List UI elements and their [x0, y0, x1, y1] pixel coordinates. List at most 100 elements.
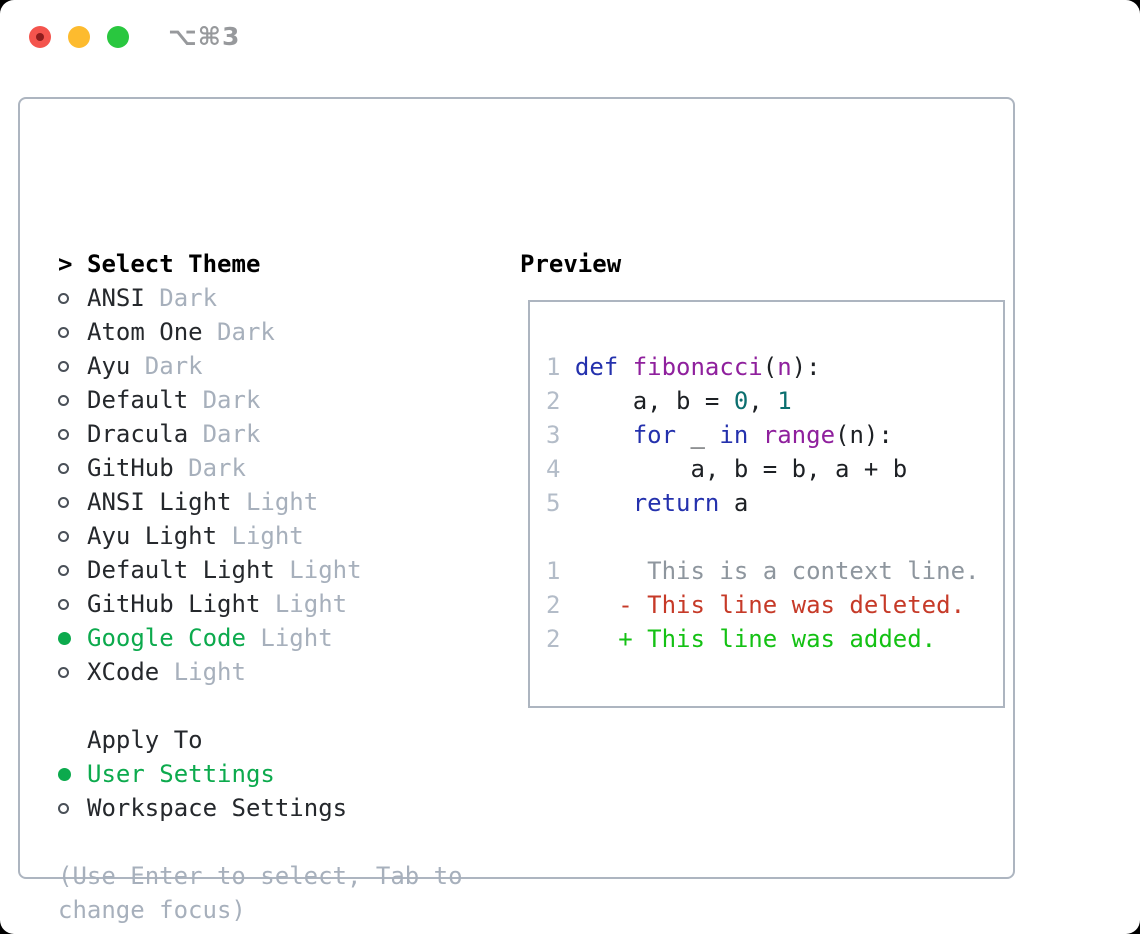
radio-unselected-icon [58, 360, 87, 372]
code-token: _ [676, 421, 720, 449]
line-number: 3 [546, 421, 561, 449]
radio-unselected-icon [58, 496, 87, 508]
zoom-button[interactable] [107, 26, 129, 48]
hint-line-2: change focus) [58, 896, 246, 924]
apply-option-workspace-settings[interactable]: Workspace Settings [58, 791, 463, 825]
code-token: , [748, 387, 778, 415]
theme-name: Default Light [87, 556, 275, 584]
code-line: 3 for _ in range(n): [546, 418, 979, 452]
theme-option-default-light[interactable]: Default Light Light [58, 553, 463, 587]
theme-name: GitHub [87, 454, 174, 482]
theme-option-ansi-light[interactable]: ANSI Light Light [58, 485, 463, 519]
theme-variant-tag: Dark [188, 420, 261, 448]
apply-option-label: Workspace Settings [87, 794, 348, 822]
code-token: 1 [777, 387, 792, 415]
select-theme-label: Select Theme [87, 250, 261, 278]
hint-line-1: (Use Enter to select, Tab to [58, 862, 463, 890]
theme-variant-tag: Light [159, 658, 246, 686]
line-number: 5 [546, 489, 561, 517]
code-token: range [762, 421, 836, 449]
theme-name: Ayu Light [87, 522, 218, 550]
theme-option-dracula[interactable]: Dracula Dark [58, 417, 463, 451]
code-token: + This line was added. [574, 625, 937, 653]
radio-unselected-icon [58, 530, 87, 542]
code-line: 4 a, b = b, a + b [546, 452, 979, 486]
radio-unselected-icon [58, 564, 87, 576]
code-token: in [719, 421, 749, 449]
theme-option-default[interactable]: Default Dark [58, 383, 463, 417]
theme-option-atom-one[interactable]: Atom One Dark [58, 315, 463, 349]
select-theme-header: > Select Theme [58, 247, 463, 281]
window-title: ⌥⌘3 [168, 22, 241, 51]
code-token: 0 [733, 387, 749, 415]
code-line [546, 520, 979, 554]
preview-label: Preview [520, 250, 622, 278]
theme-name: Atom One [87, 318, 203, 346]
minimize-button[interactable] [68, 26, 90, 48]
unsaved-changes-dot-icon [36, 33, 44, 41]
code-token: ): [791, 353, 821, 381]
code-token: (n): [835, 421, 893, 449]
radio-unselected-icon [58, 292, 87, 304]
radio-unselected-icon [58, 394, 87, 406]
apply-to-label: Apply To [87, 726, 203, 754]
code-token: - This line was deleted. [574, 591, 966, 619]
spacer [58, 689, 463, 723]
close-button[interactable] [29, 26, 51, 48]
code-token: return [632, 489, 720, 517]
code-line: 2 a, b = 0, 1 [546, 384, 979, 418]
radio-unselected-icon [58, 802, 87, 814]
theme-name: ANSI [87, 284, 145, 312]
theme-variant-tag: Light [274, 556, 362, 584]
code-token: ( [762, 353, 778, 381]
code-line: 2 + This line was added. [546, 622, 979, 656]
line-number: 2 [546, 625, 561, 653]
code-line: 1 This is a context line. [546, 554, 979, 588]
code-token: for [632, 421, 677, 449]
code-token: def [574, 353, 633, 381]
radio-selected-icon [58, 767, 87, 781]
apply-option-label: User Settings [87, 760, 275, 788]
radio-selected-icon [58, 631, 87, 645]
theme-name: Google Code [87, 624, 246, 652]
theme-option-ansi[interactable]: ANSI Dark [58, 281, 463, 315]
theme-name: Default [87, 386, 189, 414]
line-number: 4 [546, 455, 561, 483]
theme-option-xcode[interactable]: XCode Light [58, 655, 463, 689]
theme-variant-tag: Light [231, 488, 319, 516]
theme-variant-tag: Dark [130, 352, 203, 380]
code-line: 5 return a [546, 486, 979, 520]
title-bar: ⌥⌘3 [0, 0, 1140, 74]
radio-unselected-icon [58, 462, 87, 474]
line-number: 2 [546, 591, 561, 619]
theme-option-google-code[interactable]: Google Code Light [58, 621, 463, 655]
theme-name: Ayu [87, 352, 131, 380]
spacer [58, 825, 463, 859]
radio-unselected-icon [58, 428, 87, 440]
theme-variant-tag: Dark [144, 284, 218, 312]
theme-option-github-light[interactable]: GitHub Light Light [58, 587, 463, 621]
apply-option-user-settings[interactable]: User Settings [58, 757, 463, 791]
theme-variant-tag: Dark [188, 386, 261, 414]
theme-variant-tag: Dark [173, 454, 246, 482]
code-line: 2 - This line was deleted. [546, 588, 979, 622]
theme-variant-tag: Light [217, 522, 304, 550]
code-token: fibonacci [632, 353, 763, 381]
theme-option-github[interactable]: GitHub Dark [58, 451, 463, 485]
code-token [748, 421, 762, 449]
theme-name: Dracula [87, 420, 189, 448]
theme-option-ayu[interactable]: Ayu Dark [58, 349, 463, 383]
apply-to-header: Apply To [58, 723, 463, 757]
radio-unselected-icon [58, 666, 87, 678]
theme-option-ayu-light[interactable]: Ayu Light Light [58, 519, 463, 553]
code-token: a, b = [574, 387, 734, 415]
code-token: a, b = b, a + b [574, 455, 908, 483]
